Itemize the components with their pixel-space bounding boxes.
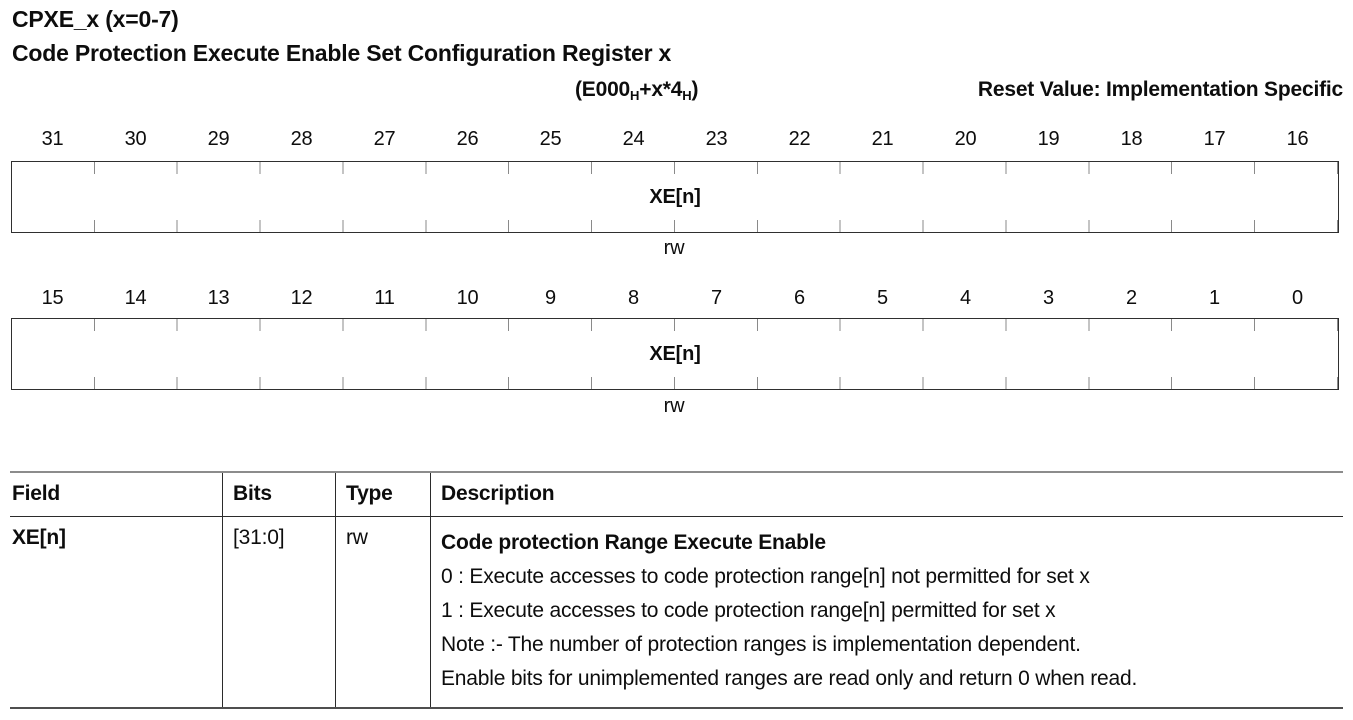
bit-number: 24: [622, 128, 645, 150]
description-line: Note :- The number of protection ranges …: [441, 633, 1081, 656]
bit-number: 25: [539, 128, 562, 150]
bit-number: 3: [1043, 287, 1054, 309]
bitfield-box-low: XE[n]: [11, 318, 1339, 390]
bit-number: 6: [794, 287, 805, 309]
bit-number: 16: [1286, 128, 1309, 150]
column-header-description: Description: [430, 473, 1343, 516]
field-cell: XE[n]: [12, 526, 66, 549]
description-title: Code protection Range Execute Enable: [441, 531, 826, 554]
type-cell: rw: [335, 517, 430, 707]
bit-number: 1: [1209, 287, 1220, 309]
field-name-label: XE[n]: [649, 342, 701, 365]
description-cell: Code protection Range Execute Enable 0 :…: [430, 517, 1343, 707]
column-header-field: Field: [12, 482, 61, 505]
reset-value-label: Reset Value: Implementation Specific: [977, 78, 1343, 101]
access-type-label: rw: [663, 237, 685, 259]
bit-number: 12: [290, 287, 313, 309]
bit-number: 10: [456, 287, 479, 309]
bit-number: 21: [871, 128, 894, 150]
bit-boundary-ticks-bottom: [12, 377, 1338, 389]
bit-number: 11: [374, 287, 395, 309]
bit-number: 2: [1126, 287, 1137, 309]
bit-number: 22: [788, 128, 811, 150]
access-type-label: rw: [663, 395, 685, 417]
address-offset: +x*4: [639, 78, 683, 101]
bit-number: 30: [124, 128, 147, 150]
bit-number: 13: [207, 287, 230, 309]
bit-number: 7: [711, 287, 722, 309]
column-header-bits: Bits: [222, 473, 335, 516]
address-close: ): [691, 78, 699, 101]
bit-number: 20: [954, 128, 977, 150]
bit-boundary-ticks-top: [12, 162, 1338, 174]
field-name-label: XE[n]: [649, 185, 701, 208]
bits-cell: [31:0]: [222, 517, 335, 707]
bit-number: 17: [1203, 128, 1226, 150]
bit-number: 14: [124, 287, 147, 309]
bit-number: 31: [41, 128, 64, 150]
register-meta-line: (E000H+x*4H) Reset Value: Implementation…: [10, 78, 1343, 106]
register-long-name: Code Protection Execute Enable Set Confi…: [12, 40, 672, 66]
bitfield-box-high: XE[n]: [11, 161, 1339, 233]
bit-number: 19: [1037, 128, 1060, 150]
bit-number: 9: [545, 287, 556, 309]
hex-subscript: H: [682, 87, 692, 103]
bit-number: 8: [628, 287, 639, 309]
bit-numbers-row-high: 31 30 29 28 27 26 25 24 23 22 21 20 19 18 17 16: [11, 128, 1339, 154]
bit-number: 27: [373, 128, 396, 150]
address-base: (E000: [575, 78, 631, 101]
hex-subscript: H: [630, 87, 640, 103]
table-row: XE[n] [31:0] rw Code protection Range Ex…: [10, 517, 1343, 709]
field-description-table: Field Bits Type Description XE[n] [31:0]…: [10, 471, 1343, 709]
register-name: CPXE_x (x=0-7): [12, 6, 179, 32]
bit-boundary-ticks-top: [12, 319, 1338, 331]
column-header-type: Type: [335, 473, 430, 516]
bit-number: 4: [960, 287, 971, 309]
register-address: (E000H+x*4H): [575, 78, 699, 103]
bit-boundary-ticks-bottom: [12, 220, 1338, 232]
table-header-row: Field Bits Type Description: [10, 471, 1343, 517]
bit-number: 28: [290, 128, 313, 150]
bit-number: 26: [456, 128, 479, 150]
bit-number: 0: [1292, 287, 1303, 309]
bit-number: 23: [705, 128, 728, 150]
description-line: 0 : Execute accesses to code protection …: [441, 565, 1090, 588]
bit-number: 5: [877, 287, 888, 309]
bit-number: 15: [41, 287, 64, 309]
description-line: Enable bits for unimplemented ranges are…: [441, 667, 1138, 690]
bit-number: 18: [1120, 128, 1143, 150]
bit-number: 29: [207, 128, 230, 150]
description-line: 1 : Execute accesses to code protection …: [441, 599, 1056, 622]
